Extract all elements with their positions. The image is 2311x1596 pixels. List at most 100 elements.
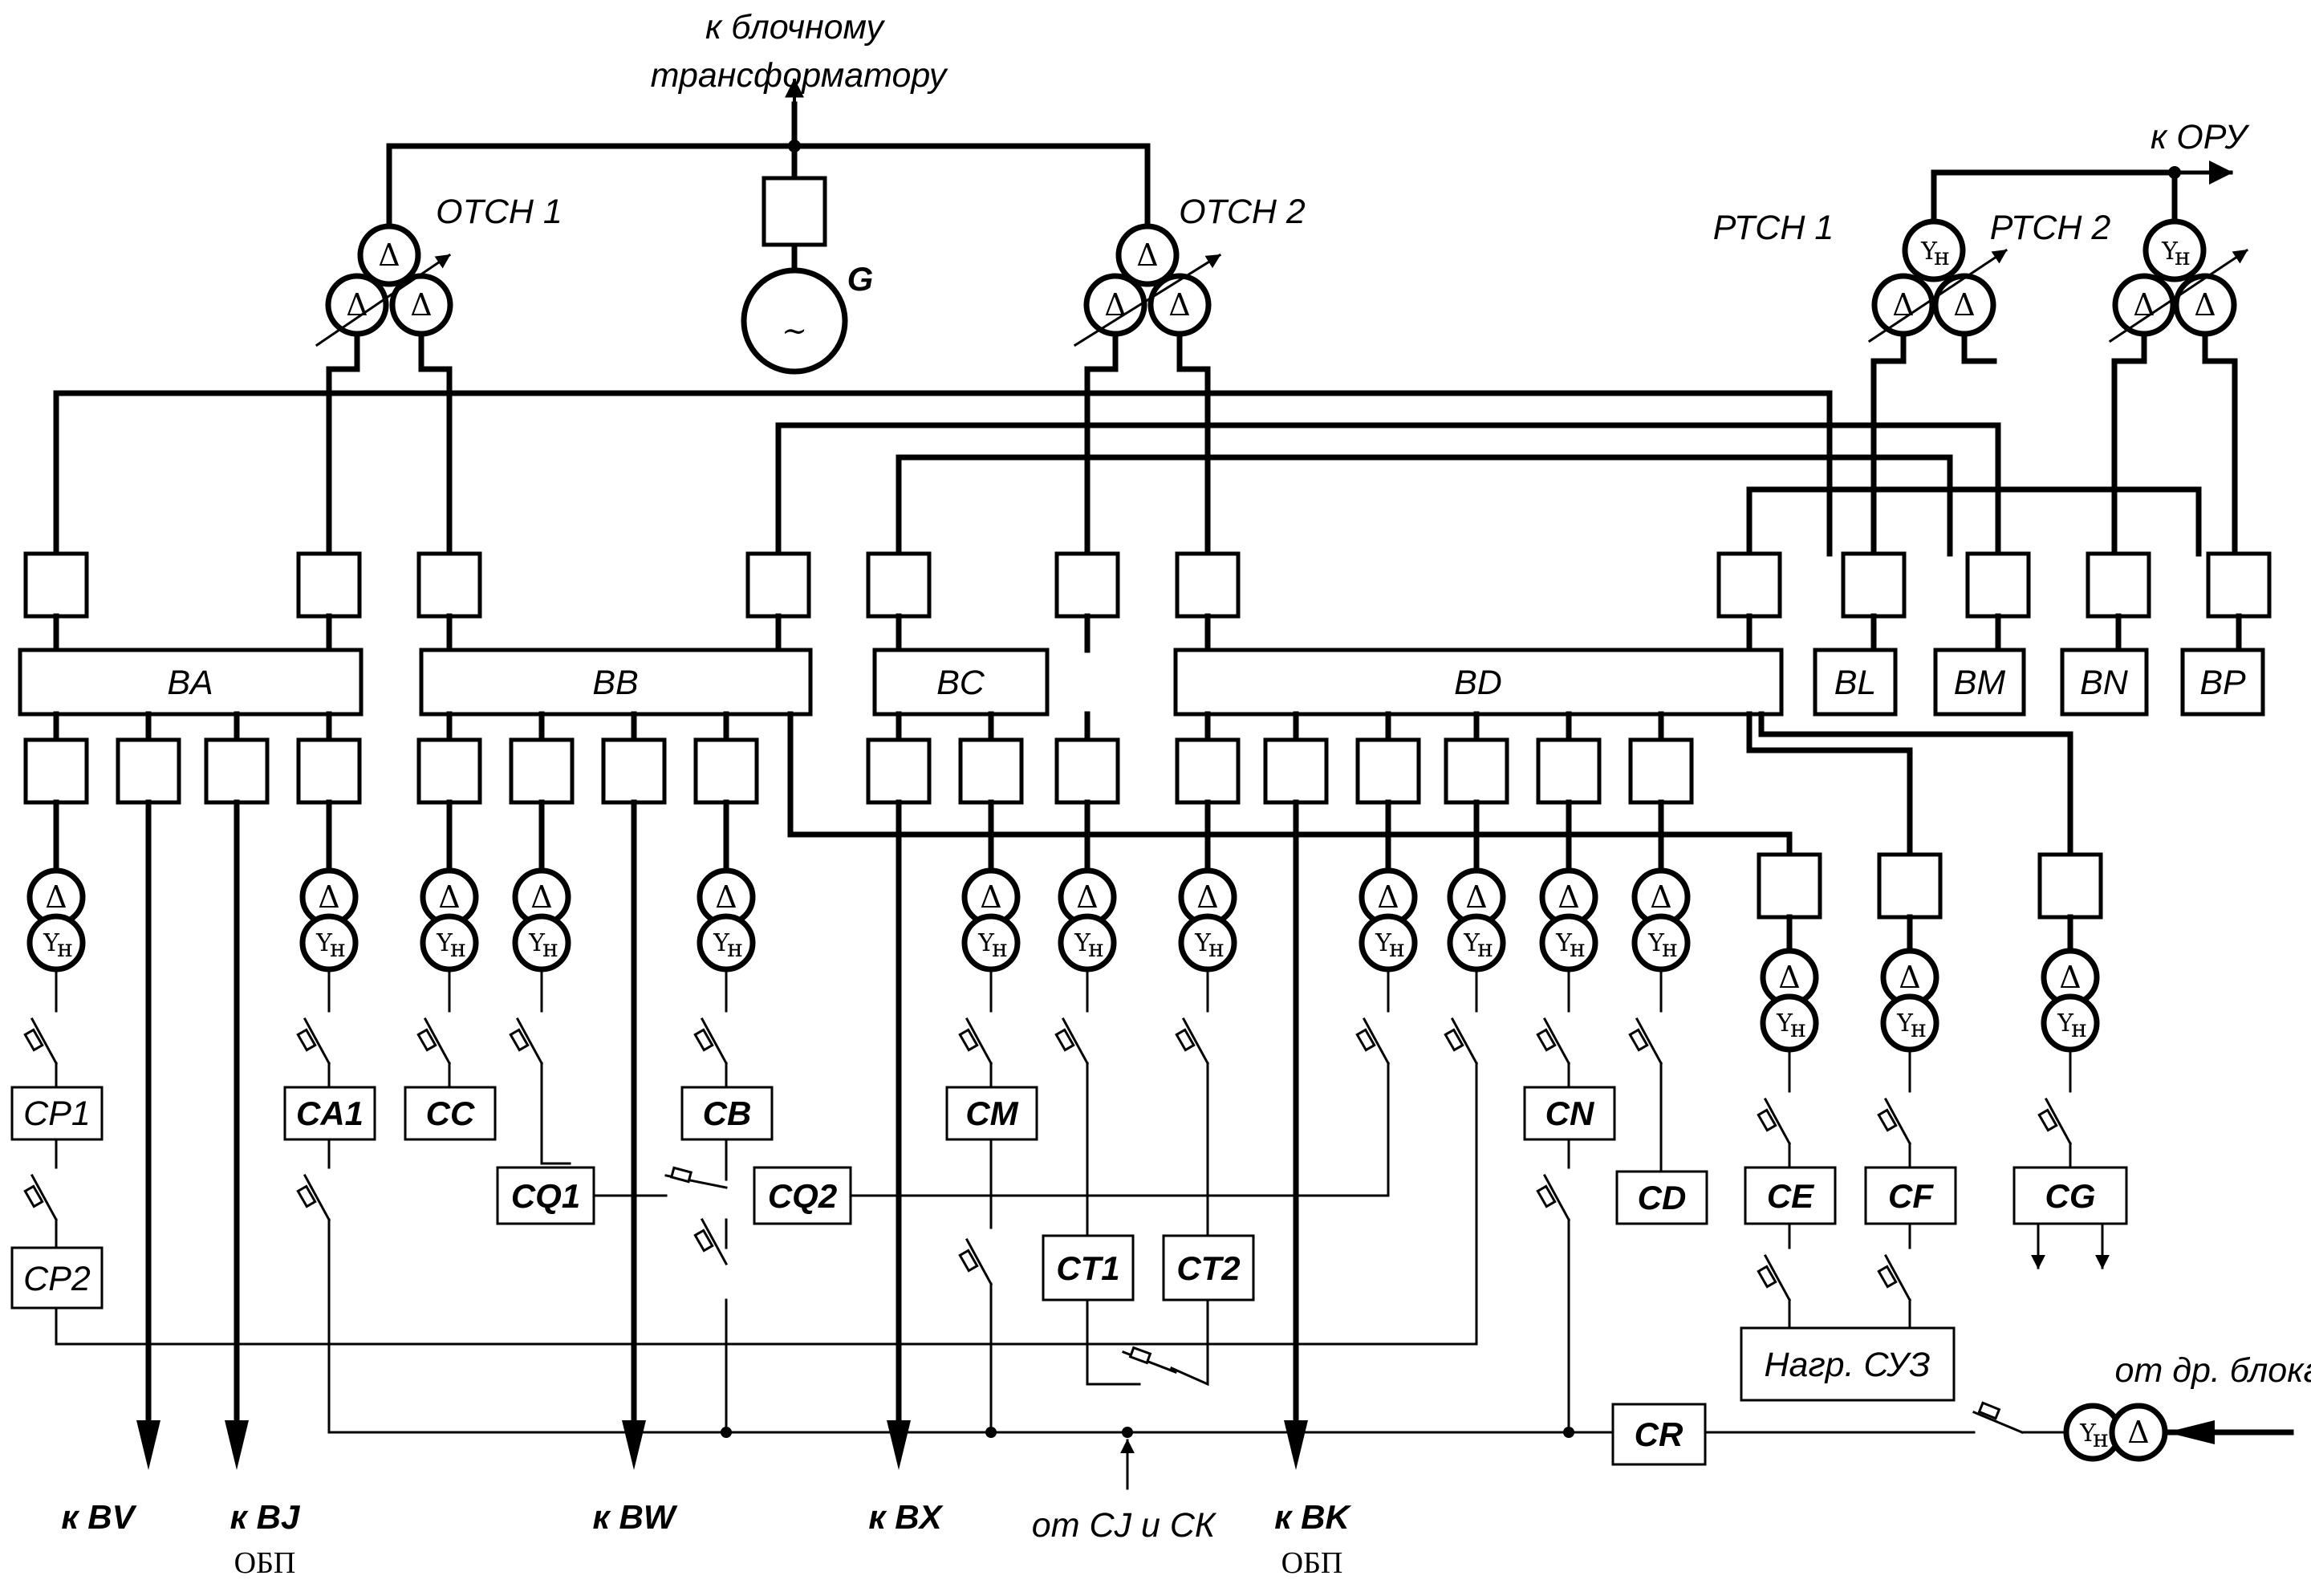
neutral-symbol: н (57, 935, 73, 963)
bus-bd-label: BD (1454, 664, 1502, 702)
neutral-symbol: н (1208, 935, 1225, 963)
load-ce: CE (1767, 1177, 1815, 1215)
rtsn1-label: РТСН 1 (1713, 209, 1834, 247)
obp2-label: ОБП (1281, 1546, 1343, 1580)
delta-symbol: Δ (2133, 287, 2155, 323)
neutral-symbol: н (2071, 1015, 2087, 1043)
bus-ba-label: BA (167, 664, 213, 702)
bus-bn (2060, 648, 2149, 717)
incoming-breakers (23, 551, 2272, 619)
load-boxes (10, 1086, 2128, 1466)
junction-dot (788, 140, 801, 152)
from-cj-label: от CJ и СК (1032, 1506, 1217, 1545)
to-bv-label: к BV (61, 1498, 136, 1536)
to-oru-label: к ОРУ (2151, 118, 2250, 156)
load-cb: CB (703, 1094, 752, 1132)
winding-symbols: ΔYнΔYнΔYнΔYнΔYнΔYнΔYнΔYнΔYнΔYнΔYнΔYнΔYнΔ… (43, 879, 2150, 1453)
rtsn1-transformer (1867, 218, 2008, 343)
from-other-block-arrow (2167, 1420, 2215, 1444)
delta-symbol: Δ (980, 879, 1001, 915)
outgoing-breakers (23, 737, 2103, 920)
wye-symbol: Y (1074, 929, 1091, 957)
load-cp1: CP1 (23, 1094, 91, 1133)
delta-symbol: Δ (1892, 287, 1914, 323)
neutral-symbol: н (330, 935, 346, 963)
load-cq2: CQ2 (768, 1177, 837, 1216)
bus-ba (18, 648, 364, 717)
otsn2-label: ОТСН 2 (1179, 193, 1306, 231)
aux-transformers (26, 867, 2100, 1053)
neutral-symbol: н (992, 935, 1008, 963)
neutral-symbol: н (1389, 935, 1405, 963)
cg-outputs (1120, 1222, 2110, 1490)
to-bw-label: к BW (593, 1498, 678, 1536)
wye-symbol: Y (528, 929, 546, 957)
neutral-symbol: н (1477, 935, 1493, 963)
delta-symbol: Δ (1465, 879, 1487, 915)
wye-symbol: Y (1555, 929, 1573, 957)
bus-bl-label: BL (1834, 664, 1877, 702)
bus-bl (1813, 648, 1898, 717)
load-cn: CN (1545, 1094, 1595, 1132)
neutral-symbol: н (2175, 243, 2191, 271)
wye-symbol: Y (2057, 1009, 2074, 1038)
load-cr: CR (1635, 1415, 1683, 1453)
wye-symbol: Y (1776, 1009, 1793, 1038)
direct-feeder-arrows (136, 1420, 1308, 1470)
bus-bp (2180, 648, 2265, 717)
load-cp2: CP2 (23, 1260, 91, 1298)
neutral-symbol: н (450, 935, 466, 963)
bus-bc (872, 648, 1050, 717)
delta-symbol: Δ (1168, 287, 1190, 323)
delta-symbol: Δ (1899, 960, 1920, 995)
wye-symbol: Y (977, 929, 995, 957)
breaker-bus-links (53, 613, 2242, 653)
delta-symbol: Δ (2127, 1415, 2149, 1450)
wye-symbol: Y (1647, 929, 1665, 957)
load-cd: CD (1638, 1179, 1687, 1216)
delta-symbol: Δ (715, 879, 737, 915)
load-nagr-suz: Нагр. СУЗ (1765, 1346, 1931, 1384)
wye-symbol: Y (1920, 238, 1938, 266)
neutral-symbol: н (542, 935, 558, 963)
lv-wiring (55, 968, 2072, 1434)
outgoing-links (53, 711, 2073, 858)
from-other-block-label: от др. блока (2115, 1351, 2311, 1390)
bus-bm (1933, 648, 2026, 717)
delta-symbol: Δ (1104, 287, 1126, 323)
to-block-transformer-line2: трансформатору (651, 56, 948, 95)
delta-symbol: Δ (1650, 879, 1671, 915)
delta-symbol: Δ (1558, 879, 1579, 915)
obp1-label: ОБП (234, 1546, 296, 1580)
delta-symbol: Δ (1953, 287, 1975, 323)
wye-symbol: Y (1375, 929, 1392, 957)
neutral-symbol: н (1088, 935, 1104, 963)
direct-feeders (145, 799, 1299, 1432)
generator-breaker (762, 176, 827, 247)
delta-symbol: Δ (1778, 960, 1800, 995)
rtsn2-transformer (2108, 218, 2249, 343)
to-block-transformer-line1: к блочному (705, 8, 886, 47)
otsn1-transformer (315, 223, 453, 347)
neutral-symbol: н (727, 935, 743, 963)
load-ca1: CA1 (296, 1094, 364, 1132)
neutral-symbol: н (2093, 1425, 2109, 1453)
delta-symbol: Δ (438, 879, 460, 915)
wye-symbol: Y (2161, 238, 2179, 266)
load-cq1: CQ1 (511, 1177, 580, 1216)
delta-symbol: Δ (1377, 879, 1399, 915)
delta-symbol: Δ (2059, 960, 2081, 995)
wye-symbol: Y (1896, 1009, 1914, 1038)
wye-symbol: Y (713, 929, 730, 957)
delta-symbol: Δ (1076, 879, 1098, 915)
bus-bb (419, 648, 813, 717)
delta-symbol: Δ (346, 287, 368, 323)
delta-symbol: Δ (530, 879, 552, 915)
otsn2-transformer (1073, 223, 1222, 347)
neutral-symbol: н (1790, 1015, 1806, 1043)
switches (23, 1017, 2073, 1434)
delta-symbol: Δ (45, 879, 67, 915)
bus-bp-label: BP (2199, 664, 2246, 702)
transformer-feeders (53, 331, 2238, 557)
